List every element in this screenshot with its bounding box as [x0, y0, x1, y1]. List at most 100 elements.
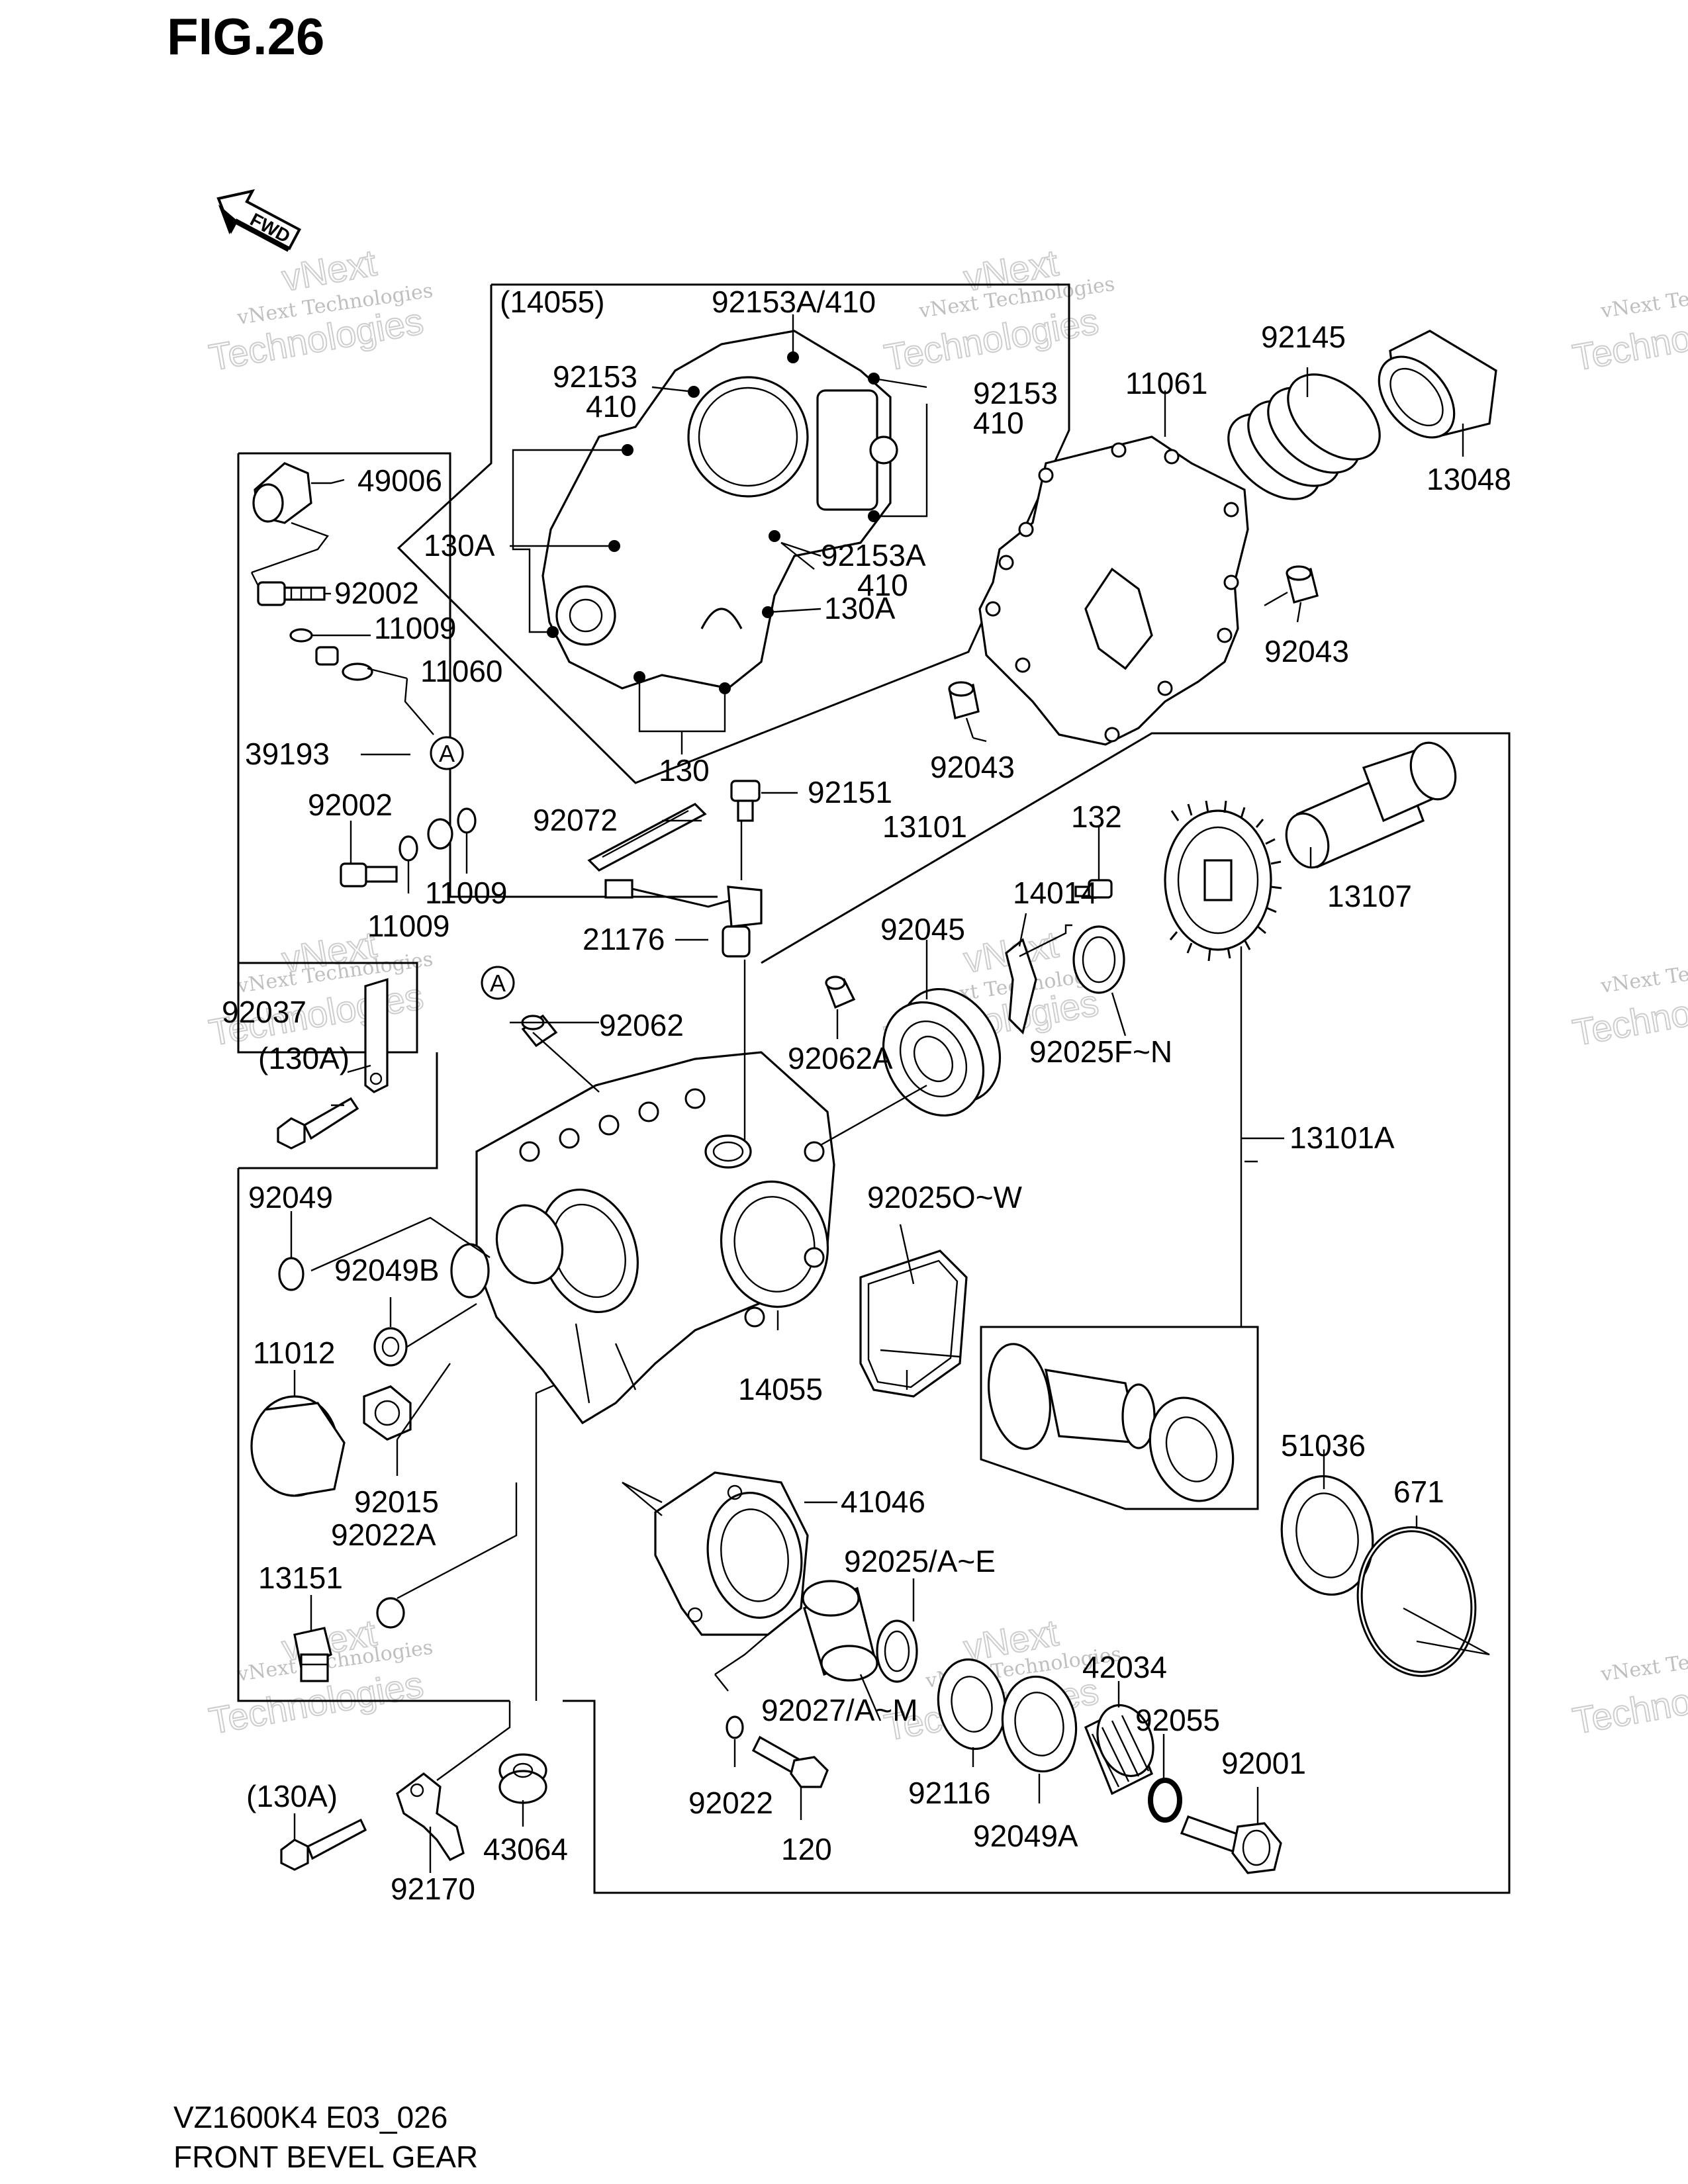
bolt	[340, 862, 398, 887]
washer	[289, 628, 313, 643]
watermark-text: vNext Technologies	[1599, 1636, 1688, 1686]
watermark-text: vNext Technologies	[1599, 273, 1688, 323]
bracket	[364, 978, 389, 1093]
flange-bolt	[1180, 1815, 1282, 1874]
part-label: 92055	[1135, 1703, 1220, 1737]
part-label: 120	[781, 1832, 832, 1866]
needle-bearing	[937, 1658, 1007, 1751]
speed-sensor	[604, 879, 763, 958]
part-label: 92043	[930, 750, 1015, 784]
callout-a-circle: A	[430, 736, 464, 770]
callout-a-circle: A	[481, 966, 515, 1000]
cap	[250, 1395, 346, 1497]
oil-seal	[1280, 1475, 1374, 1596]
part-label: 92015	[354, 1484, 439, 1519]
part-label: (130A)	[258, 1041, 350, 1075]
part-label: 51036	[1281, 1428, 1366, 1463]
part-label: 13048	[1427, 462, 1511, 496]
part-labels: (14055) 92153A/410 92153 410 92153 410 1…	[222, 285, 1511, 1906]
breather-fitting	[252, 462, 312, 524]
retainer-plate	[1005, 938, 1037, 1035]
part-label: 92062A	[788, 1041, 893, 1075]
part-label: 13101	[882, 809, 967, 844]
fwd-arrow-icon: FWD	[216, 189, 301, 252]
part-label: 92145	[1261, 320, 1346, 354]
washer	[726, 1715, 744, 1739]
part-label: 11009	[374, 611, 457, 645]
gear-housing	[450, 1051, 835, 1425]
part-label: 92037	[222, 995, 306, 1029]
part-label: 410	[586, 389, 637, 424]
part-label: 92049B	[334, 1253, 440, 1287]
bevel-gear-box	[980, 1326, 1259, 1510]
part-label: 11009	[425, 876, 508, 910]
spring	[1227, 373, 1381, 500]
part-label: 130	[659, 753, 710, 788]
plug	[521, 1014, 558, 1048]
part-label: 92025/A~E	[844, 1544, 996, 1578]
gasket	[978, 435, 1249, 746]
part-label: 92153	[553, 359, 637, 394]
bolt	[751, 1735, 829, 1788]
part-label: 92072	[533, 803, 618, 837]
part-label: 13101A	[1289, 1120, 1395, 1155]
part-label: 92049A	[973, 1819, 1078, 1853]
ring-gear	[1164, 800, 1282, 962]
section-name: FRONT BEVEL GEAR	[173, 2140, 478, 2174]
part-label: (14055)	[500, 285, 605, 319]
part-label: 92043	[1264, 634, 1349, 668]
part-label: 92027/A~M	[761, 1693, 918, 1727]
part-label: 21176	[583, 922, 665, 956]
part-label: 92153	[973, 376, 1058, 410]
model-code: VZ1600K4 E03_026	[173, 2100, 447, 2134]
part-label: 92170	[391, 1872, 475, 1906]
part-label: 130A	[824, 591, 896, 625]
output-shaft	[1285, 741, 1457, 869]
watermark-text: vNext Technologies	[1599, 948, 1688, 998]
shim	[1072, 925, 1125, 994]
washer	[376, 1597, 405, 1629]
part-label: 92002	[308, 788, 393, 822]
part-label: 11061	[1125, 366, 1208, 400]
part-label: 41046	[841, 1484, 925, 1519]
part-label: 92049	[248, 1180, 333, 1214]
part-label: 92022A	[331, 1518, 436, 1552]
part-label: 39193	[245, 737, 330, 771]
bearing-housing	[654, 1471, 809, 1636]
part-label: 92022	[688, 1786, 773, 1820]
svg-text:A: A	[490, 970, 506, 997]
part-label: 92153A	[821, 538, 926, 572]
hose-pipe	[298, 646, 453, 850]
bolt	[730, 780, 761, 822]
part-label: 13151	[258, 1561, 343, 1595]
o-ring	[1148, 1778, 1182, 1823]
cover-plate	[541, 330, 898, 694]
part-label: 92116	[908, 1776, 991, 1810]
temp-switch	[293, 1627, 332, 1682]
part-label: 14014	[1013, 876, 1098, 910]
part-label: 92151	[808, 775, 892, 809]
ball-bearing	[882, 987, 1002, 1117]
washer	[399, 835, 418, 862]
part-label: 13107	[1327, 879, 1412, 913]
banjo-bolt	[257, 581, 326, 606]
part-label: 92025O~W	[867, 1180, 1023, 1214]
part-label: 410	[857, 568, 908, 602]
shim	[876, 1619, 918, 1683]
part-label: 49006	[357, 463, 442, 498]
clamp	[396, 1772, 465, 1862]
oil-seal	[1001, 1675, 1078, 1773]
washer	[457, 807, 477, 834]
part-label: 671	[1393, 1475, 1444, 1509]
part-label: 43064	[483, 1832, 568, 1866]
part-label: 92153A/410	[712, 285, 876, 319]
nut	[363, 1385, 412, 1441]
part-label: 132	[1071, 799, 1122, 834]
sleeve	[802, 1580, 878, 1682]
part-label: 11009	[367, 909, 450, 943]
plug	[825, 976, 856, 1009]
part-label: 92045	[880, 912, 965, 946]
part-label: 92002	[334, 576, 419, 610]
part-label: 42034	[1082, 1650, 1167, 1684]
